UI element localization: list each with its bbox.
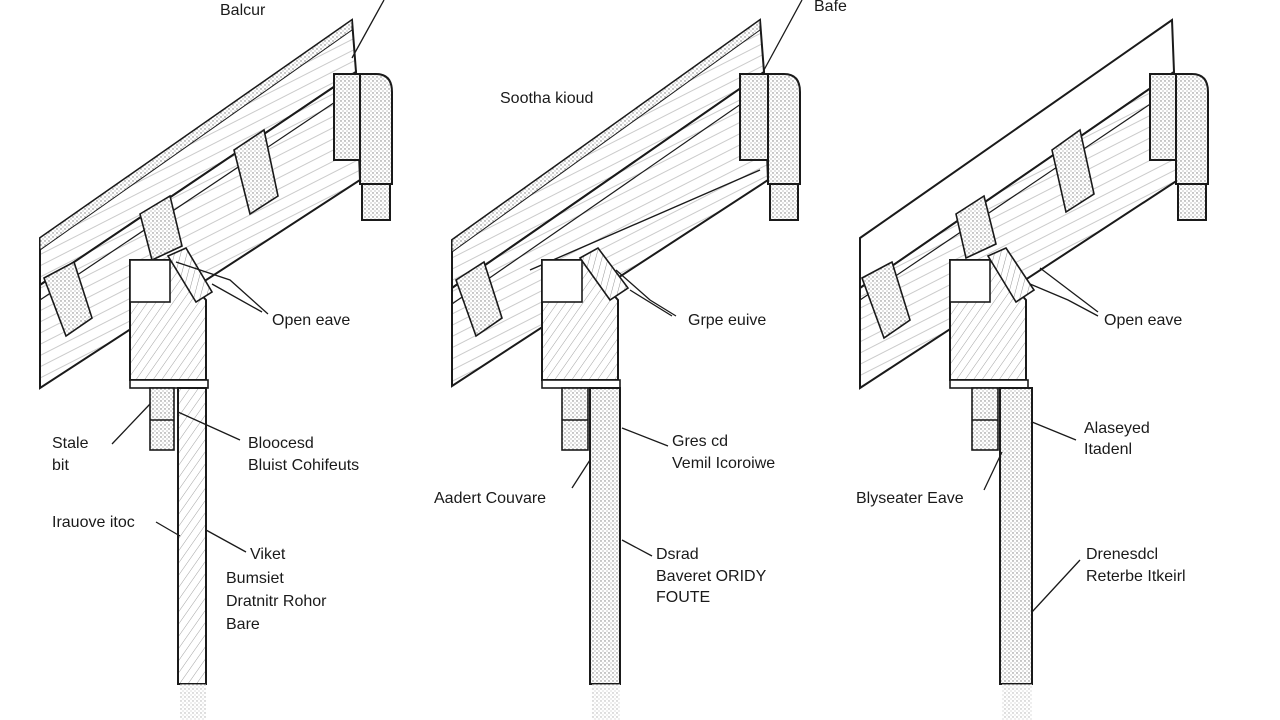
label-left-lower: Blyseater Eave bbox=[856, 490, 964, 507]
label-right-upper-2: Itadenl bbox=[1084, 441, 1133, 458]
stud-stub bbox=[149, 387, 175, 451]
label-eave: Open eave bbox=[272, 312, 351, 329]
panel-3 bbox=[859, 18, 1209, 720]
label-right-upper-1: Gres cd bbox=[672, 433, 729, 450]
wall-column bbox=[177, 387, 207, 685]
label-right-lower-2: Baveret ORIDY bbox=[656, 568, 767, 585]
label-right-lower-1: Viket bbox=[250, 546, 286, 563]
label-right-upper-2: Bluist Cohifeuts bbox=[248, 457, 360, 474]
label-top: Bafe bbox=[814, 0, 847, 15]
downspout-stub bbox=[1177, 183, 1207, 221]
label-left-lower: Aadert Couvare bbox=[434, 490, 547, 507]
panel-2 bbox=[451, 0, 803, 720]
label-left-lower: Irauove itoc bbox=[52, 514, 135, 531]
rafter-block bbox=[861, 260, 911, 340]
fascia-board bbox=[1149, 73, 1177, 161]
label-left-upper-1: Stale bbox=[52, 435, 89, 452]
rafter-block bbox=[1051, 128, 1095, 214]
label-left-upper-2: bit bbox=[52, 457, 69, 474]
label-right-lower-2: Bumsiet bbox=[226, 570, 284, 587]
rafter-block bbox=[955, 194, 997, 260]
fascia-board bbox=[333, 73, 361, 161]
label-right-upper-1: Alaseyed bbox=[1084, 420, 1150, 437]
rafter-block bbox=[455, 260, 503, 338]
downspout-stub bbox=[769, 183, 799, 221]
panel-1 bbox=[39, 0, 393, 720]
label-right-lower-4: Bare bbox=[226, 616, 260, 633]
rafter-block bbox=[43, 260, 93, 338]
stud-stub bbox=[971, 387, 999, 451]
label-right-lower-1: Dsrad bbox=[656, 546, 699, 563]
label-right-upper-2: Vemil Icoroiwe bbox=[672, 455, 776, 472]
label-mid-left: Sootha kioud bbox=[500, 90, 594, 107]
wall-column bbox=[589, 387, 621, 685]
label-top: Balcur bbox=[220, 2, 266, 19]
label-right-upper-1: Bloocesd bbox=[248, 435, 314, 452]
label-right-lower-3: Dratnitr Rohor bbox=[226, 593, 327, 610]
gutter bbox=[767, 73, 801, 185]
gutter bbox=[359, 73, 393, 185]
label-right-lower-2: Reterbe Itkeirl bbox=[1086, 568, 1186, 585]
stud-stub bbox=[561, 387, 589, 451]
label-eave: Grpe euive bbox=[688, 312, 767, 329]
label-right-lower-3: FOUTE bbox=[656, 589, 711, 606]
rafter-block bbox=[233, 128, 279, 216]
downspout-stub bbox=[361, 183, 391, 221]
wall-column bbox=[999, 387, 1033, 685]
label-right-lower-1: Drenesdcl bbox=[1086, 546, 1159, 563]
rafter-block bbox=[139, 194, 183, 262]
roof-edge-strip bbox=[39, 19, 353, 251]
fascia-board bbox=[739, 73, 769, 161]
gutter bbox=[1175, 73, 1209, 185]
label-eave: Open eave bbox=[1104, 312, 1183, 329]
